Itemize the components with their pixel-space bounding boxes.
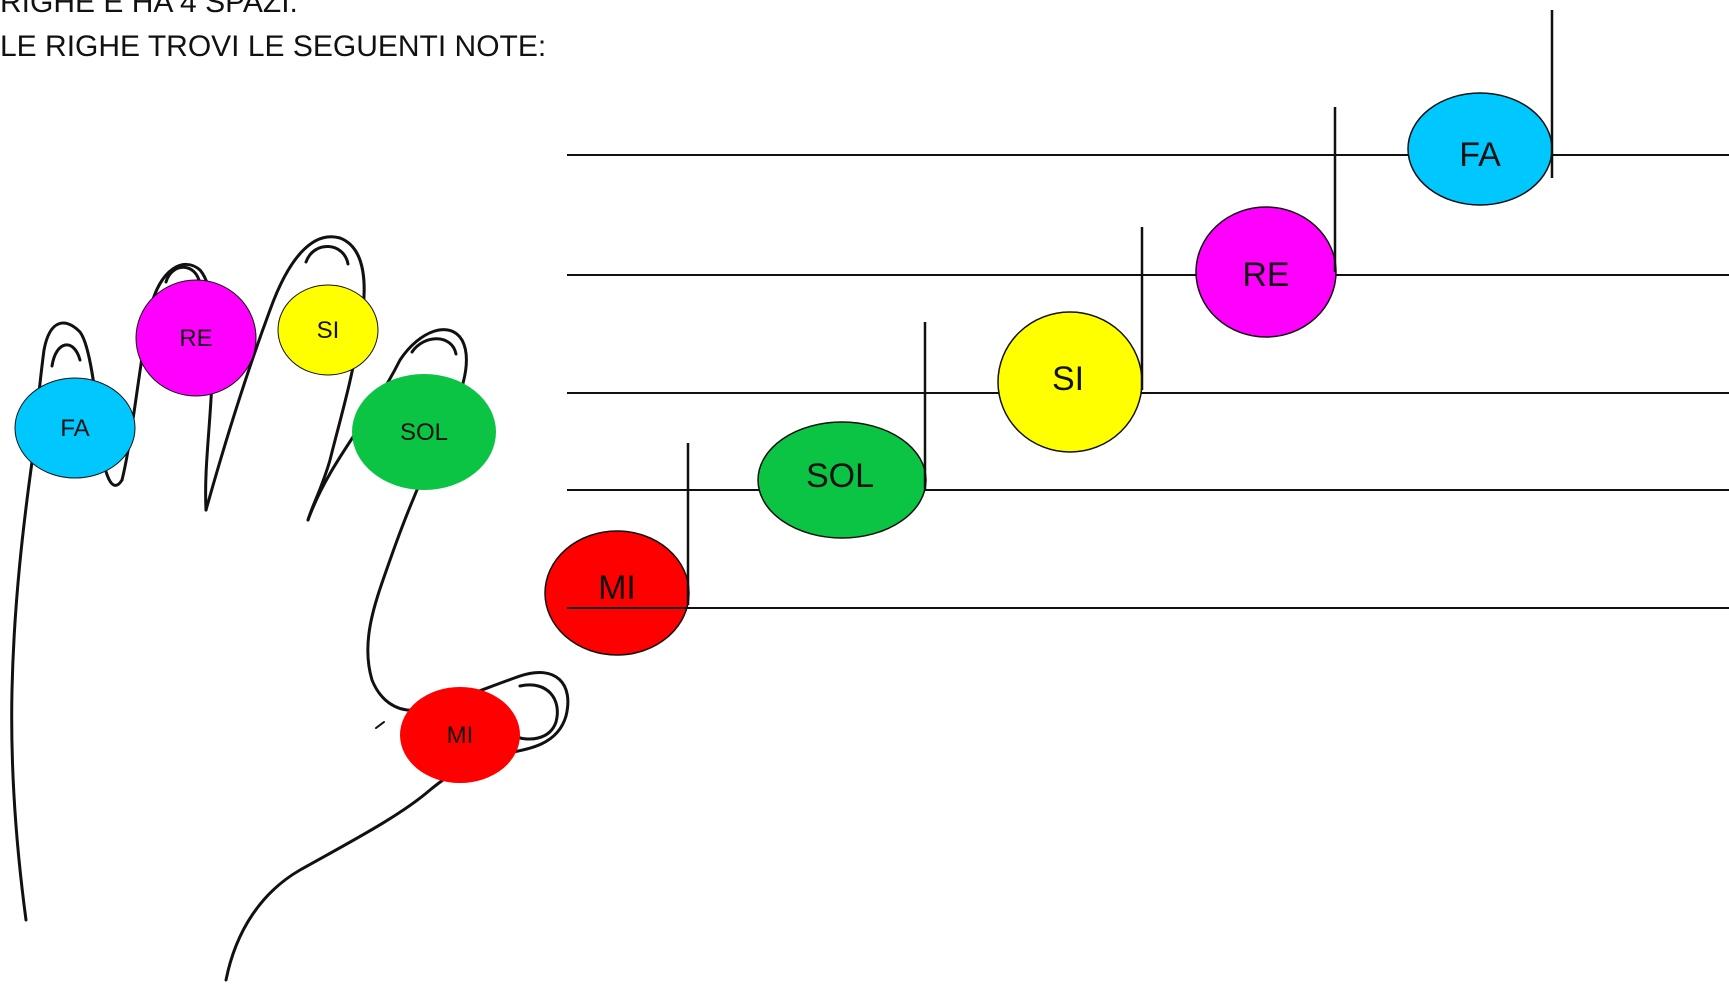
thumb-nail — [512, 683, 559, 741]
hand-palm-left-edge — [10, 460, 34, 922]
middle-finger-outline — [204, 235, 366, 522]
hand-crease — [375, 721, 385, 729]
hand-note-fa-dot — [14, 377, 136, 479]
index-finger-nail — [410, 337, 458, 356]
hand-note-index: SOL — [352, 374, 496, 490]
hand-note-mi-dot — [400, 687, 520, 783]
hand-note-re-label: RE — [179, 325, 212, 352]
hand-note-middle: SI — [277, 284, 379, 376]
middle-finger-nail — [304, 245, 350, 266]
hand-note-re-dot — [135, 279, 257, 397]
hand-note-little: FA — [14, 377, 136, 479]
ring-finger-outline — [120, 263, 216, 512]
thumb-outline — [224, 670, 570, 982]
hand-note-sol-dot — [352, 374, 496, 490]
staff-note-si-label: SI — [1052, 360, 1084, 398]
staff-note-re-label: RE — [1242, 256, 1289, 294]
hand-note-ring: RE — [135, 279, 257, 397]
staff-note-fa-label: FA — [1459, 136, 1501, 174]
staff-note-fa: FA — [1407, 10, 1554, 206]
instruction-line-2: LE RIGHE TROVI LE SEGUENTI NOTE: — [0, 30, 547, 63]
hand-drawing — [10, 235, 570, 982]
hand-note-fa-label: FA — [60, 415, 89, 442]
little-finger-nail — [50, 343, 82, 368]
staff-note-re: RE — [1195, 107, 1337, 338]
staff-note-sol-label: SOL — [806, 457, 874, 495]
instruction-line-1: RIGHE E HA 4 SPAZI. — [0, 0, 298, 19]
staff-note-mi: MI — [544, 443, 690, 656]
staff — [567, 154, 1729, 609]
staff-note-sol: SOL — [757, 322, 927, 539]
staff-note-mi-label: MI — [598, 569, 636, 607]
ring-finger-nail — [164, 265, 202, 286]
hand-note-si-dot — [277, 284, 379, 376]
hand-note-mi-label: MI — [447, 722, 474, 749]
hand-note-sol-label: SOL — [400, 419, 448, 446]
hand-note-si-label: SI — [317, 317, 340, 344]
staff-note-si: SI — [997, 227, 1144, 453]
hand-note-thumb: MI — [400, 687, 520, 783]
